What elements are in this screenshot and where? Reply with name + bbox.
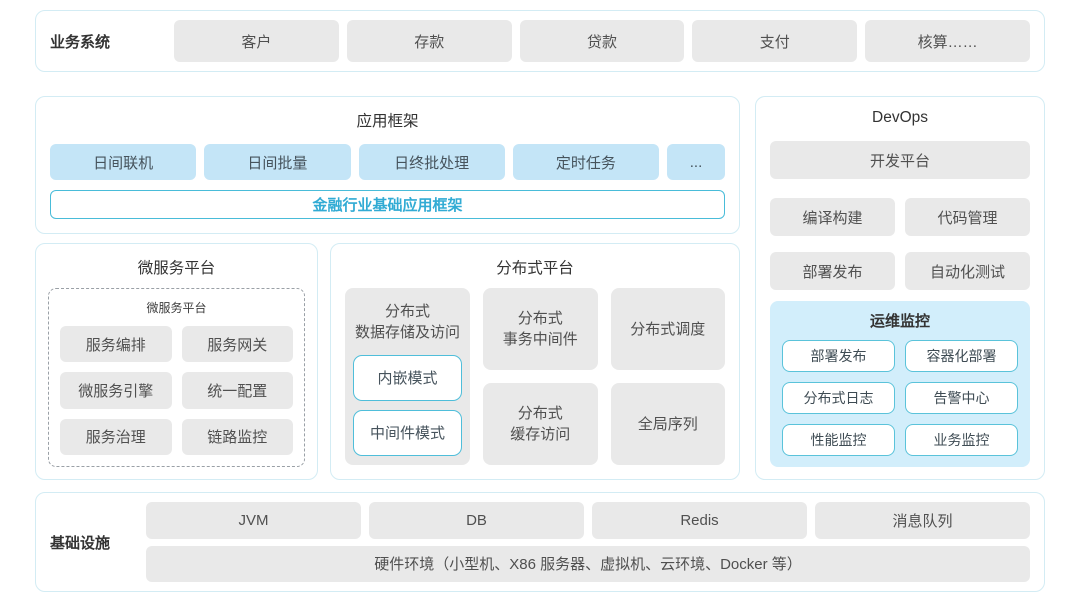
monitor-item-business: 业务监控	[905, 424, 1018, 456]
monitor-item-deploy: 部署发布	[782, 340, 895, 372]
af-item-daytime-batch: 日间批量	[204, 144, 351, 180]
devops-grid: 编译构建 代码管理 部署发布 自动化测试	[770, 198, 1030, 290]
devops-dev-platform: 开发平台	[770, 141, 1030, 179]
infra-item-mq: 消息队列	[815, 502, 1030, 539]
dist-storage-box: 分布式 数据存储及访问 内嵌模式 中间件模式	[345, 288, 470, 465]
devops-item-build: 编译构建	[770, 198, 895, 236]
app-framework-section: 应用框架 日间联机 日间批量 日终批处理 定时任务 ... 金融行业基础应用框架	[35, 96, 740, 234]
devops-item-deploy: 部署发布	[770, 252, 895, 290]
dist-scheduler-box: 分布式调度	[610, 288, 725, 370]
business-systems-label: 业务系统	[50, 33, 111, 51]
business-systems-section: 业务系统 客户 存款 贷款 支付 核算……	[35, 10, 1045, 72]
devops-item-auto-test: 自动化测试	[905, 252, 1030, 290]
distributed-title: 分布式平台	[496, 260, 574, 277]
monitor-item-performance: 性能监控	[782, 424, 895, 456]
business-item-accounting: 核算……	[865, 20, 1030, 62]
monitor-item-logs: 分布式日志	[782, 382, 895, 414]
monitor-item-container: 容器化部署	[905, 340, 1018, 372]
af-item-more: ...	[667, 144, 725, 180]
platforms-row: 微服务平台 微服务平台 服务编排 服务网关 微服务引擎 统一配置 服务治理 链路…	[35, 243, 740, 480]
distributed-platform-section: 分布式平台 分布式 数据存储及访问 内嵌模式 中间件模式 分布式 事务中间件 分…	[330, 243, 740, 480]
ops-monitor-box: 运维监控 部署发布 容器化部署 分布式日志 告警中心 性能监控 业务监控	[770, 301, 1030, 467]
microservice-platform-section: 微服务平台 微服务平台 服务编排 服务网关 微服务引擎 统一配置 服务治理 链路…	[35, 243, 318, 480]
ms-item-gateway: 服务网关	[181, 326, 293, 363]
dist-storage-label-line2: 数据存储及访问	[354, 324, 460, 341]
app-framework-row: 日间联机 日间批量 日终批处理 定时任务 ...	[50, 144, 725, 180]
dist-storage-label-line1: 分布式	[384, 303, 430, 320]
ops-monitor-grid: 部署发布 容器化部署 分布式日志 告警中心 性能监控 业务监控	[782, 340, 1018, 456]
dist-mode-middleware: 中间件模式	[353, 410, 462, 456]
microservice-title: 微服务平台	[137, 260, 216, 277]
business-item-customer: 客户	[174, 20, 339, 62]
dist-cache-line2: 缓存访问	[510, 426, 571, 443]
dist-transaction-box: 分布式 事务中间件	[483, 288, 598, 370]
microservice-inner-title: 微服务平台	[146, 301, 207, 315]
infra-hardware-env: 硬件环境（小型机、X86 服务器、虚拟机、云环境、Docker 等）	[146, 545, 1030, 582]
dist-sequence-box: 全局序列	[610, 383, 725, 465]
ops-monitor-title: 运维监控	[869, 313, 930, 330]
infra-item-jvm: JVM	[146, 502, 361, 539]
dist-mode-embedded: 内嵌模式	[353, 355, 462, 401]
dist-cache-box: 分布式 缓存访问	[483, 383, 598, 465]
devops-section: DevOps 开发平台 编译构建 代码管理 部署发布 自动化测试 运维监控 部署…	[755, 96, 1045, 480]
ms-item-governance: 服务治理	[60, 418, 172, 455]
infrastructure-body: JVM DB Redis 消息队列 硬件环境（小型机、X86 服务器、虚拟机、云…	[146, 502, 1030, 582]
af-item-scheduled-task: 定时任务	[512, 144, 659, 180]
infrastructure-label: 基础设施	[50, 534, 111, 552]
middle-area: 应用框架 日间联机 日间批量 日终批处理 定时任务 ... 金融行业基础应用框架…	[35, 96, 1045, 480]
af-base-framework: 金融行业基础应用框架	[50, 190, 725, 219]
app-framework-title: 应用框架	[356, 113, 419, 130]
monitor-item-alerts: 告警中心	[905, 382, 1018, 414]
infrastructure-section: 基础设施 JVM DB Redis 消息队列 硬件环境（小型机、X86 服务器、…	[35, 492, 1045, 592]
business-item-loan: 贷款	[519, 20, 685, 62]
dist-transaction-line1: 分布式	[517, 310, 563, 327]
ms-item-engine: 微服务引擎	[60, 372, 172, 409]
business-item-deposit: 存款	[346, 20, 512, 62]
devops-item-code-mgmt: 代码管理	[905, 198, 1030, 236]
dist-transaction-line2: 事务中间件	[502, 331, 578, 348]
distributed-grid: 分布式 数据存储及访问 内嵌模式 中间件模式 分布式 事务中间件 分布式调度 分…	[345, 288, 725, 465]
ms-item-orchestration: 服务编排	[60, 326, 172, 363]
devops-title: DevOps	[872, 109, 928, 126]
middle-left-column: 应用框架 日间联机 日间批量 日终批处理 定时任务 ... 金融行业基础应用框架…	[35, 96, 740, 480]
af-item-daytime-online: 日间联机	[50, 144, 197, 180]
microservice-inner-box: 微服务平台 服务编排 服务网关 微服务引擎 统一配置 服务治理 链路监控	[48, 288, 305, 467]
infrastructure-row: JVM DB Redis 消息队列	[146, 502, 1030, 539]
business-item-payment: 支付	[692, 20, 858, 62]
ms-item-config: 统一配置	[181, 372, 293, 409]
ms-item-tracing: 链路监控	[181, 418, 293, 455]
af-item-eod-batch: 日终批处理	[358, 144, 505, 180]
infra-item-db: DB	[369, 502, 584, 539]
infra-item-redis: Redis	[592, 502, 807, 539]
dist-cache-line1: 分布式	[517, 405, 563, 422]
microservice-grid: 服务编排 服务网关 微服务引擎 统一配置 服务治理 链路监控	[60, 326, 293, 455]
